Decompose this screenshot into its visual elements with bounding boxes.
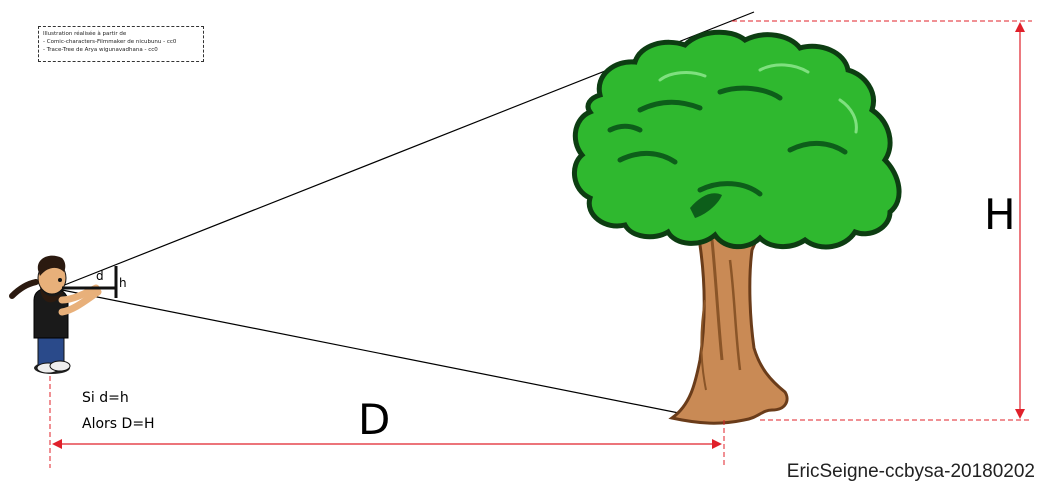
credits-line-2: - Comic-characters-Filmmaker de nicubunu…	[43, 39, 177, 45]
author-footer: EricSeigne-ccbysa-20180202	[786, 461, 1035, 482]
sight-line-bottom	[61, 289, 725, 423]
label-distance-D: D	[358, 395, 391, 444]
person-illustration	[9, 255, 118, 374]
label-small-d: d	[96, 269, 104, 283]
condition-line-2: Alors D=H	[82, 416, 155, 432]
label-small-h: h	[119, 276, 127, 290]
label-height-H: H	[984, 190, 1016, 239]
credits-line-3: - Trace-Tree de Arya wigunavadhana - cc0	[43, 47, 158, 53]
condition-line-1: Si d=h	[82, 390, 129, 406]
credits-box: Illustration réalisée à partir de - Comi…	[38, 26, 204, 62]
tree-foliage	[572, 29, 902, 250]
measure-lines	[49, 20, 1032, 468]
tree	[572, 29, 902, 425]
credits-line-1: Illustration réalisée à partir de	[43, 31, 127, 37]
